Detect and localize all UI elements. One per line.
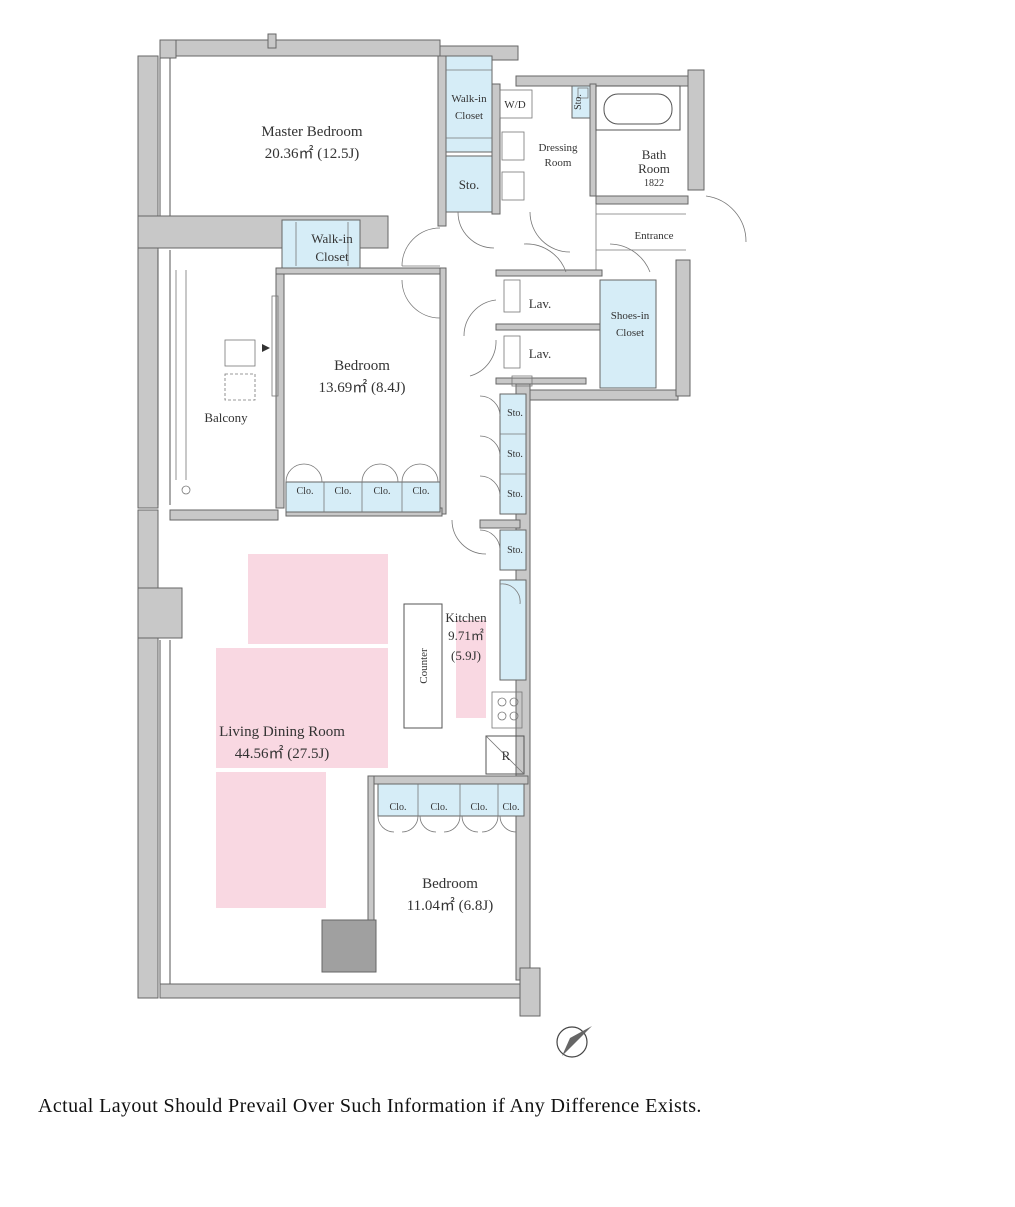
lav-2-label: Lav. <box>529 346 552 361</box>
bath-room-line3: 1822 <box>644 178 664 189</box>
shoes-in-closet-line2: Closet <box>616 327 644 339</box>
sto-hall-3: Sto. <box>507 489 523 500</box>
clo-b2-4: Clo. <box>413 486 430 497</box>
kitchen-area: 9.71㎡ <box>448 628 484 643</box>
clo-b2-3: Clo. <box>374 486 391 497</box>
walk-in-closet-2-line1: Walk-in <box>311 231 353 246</box>
master-bedroom-name: Master Bedroom <box>261 124 363 140</box>
dressing-room-line2: Room <box>545 157 572 169</box>
balcony-label: Balcony <box>204 410 248 425</box>
bedroom-3-area: 11.04㎡ (6.8J) <box>407 897 494 914</box>
kitchen-name: Kitchen <box>445 610 487 625</box>
sto-hall-4: Sto. <box>507 545 523 556</box>
shoes-in-closet-line1: Shoes-in <box>611 310 650 322</box>
bedroom-3-name: Bedroom <box>422 876 478 892</box>
dressing-room-line1: Dressing <box>538 142 578 154</box>
sto-hall-1: Sto. <box>507 408 523 419</box>
north-arrow-icon <box>556 1026 592 1058</box>
clo-b2-1: Clo. <box>297 486 314 497</box>
layout-disclaimer: Actual Layout Should Prevail Over Such I… <box>38 1095 702 1117</box>
clo-b2-2: Clo. <box>335 486 352 497</box>
walk-in-closet-2-line2: Closet <box>315 249 349 264</box>
kitchen-area-j: (5.9J) <box>451 648 481 663</box>
bath-room-line1: Bath <box>642 147 667 162</box>
fixtures <box>175 85 681 775</box>
refrigerator-label: R <box>502 748 511 763</box>
clo-b3-2: Clo. <box>431 802 448 813</box>
bedroom-2-area: 13.69㎡ (8.4J) <box>318 379 405 396</box>
room-labels: Master Bedroom 20.36㎡ (12.5J) Walk-in Cl… <box>204 93 673 914</box>
partitions <box>169 55 689 973</box>
clo-b3-1: Clo. <box>390 802 407 813</box>
counter-label: Counter <box>418 648 430 684</box>
walk-in-closet-1-line1: Walk-in <box>451 93 487 105</box>
door-swings <box>285 195 747 833</box>
sto-top-label: Sto. <box>459 177 480 192</box>
lav-1-label: Lav. <box>529 296 552 311</box>
sto-small-label: Sto. <box>573 94 584 110</box>
clo-b3-3: Clo. <box>471 802 488 813</box>
clo-b3-4: Clo. <box>503 802 520 813</box>
bedroom-2-name: Bedroom <box>334 358 390 374</box>
bath-room-line2: Room <box>638 161 670 176</box>
sto-hall-2: Sto. <box>507 449 523 460</box>
living-dining-name: Living Dining Room <box>219 724 345 740</box>
walk-in-closet-1-line2: Closet <box>455 110 483 122</box>
master-bedroom-area: 20.36㎡ (12.5J) <box>265 145 360 162</box>
wd-label: W/D <box>504 99 525 111</box>
furniture-areas <box>216 554 486 908</box>
living-dining-area: 44.56㎡ (27.5J) <box>235 745 330 762</box>
storage-areas <box>281 55 657 817</box>
entrance-label: Entrance <box>634 230 673 242</box>
